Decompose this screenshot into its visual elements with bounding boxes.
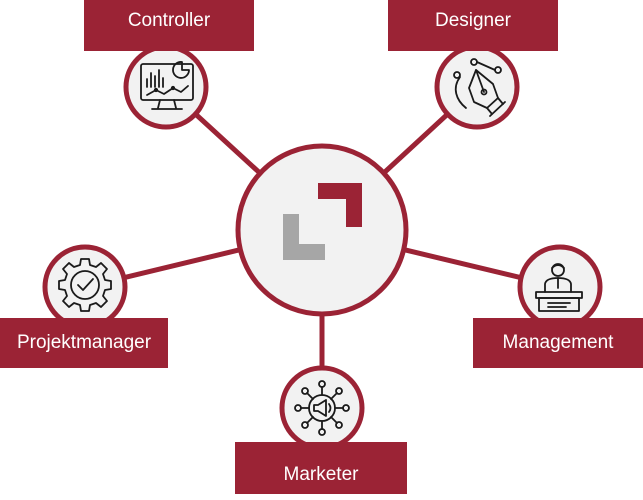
monitor-chart-icon: [140, 61, 194, 110]
node-management: [517, 244, 603, 330]
manager-desk-icon: [535, 263, 583, 312]
node-management-circle: [517, 244, 603, 330]
label-management-text: Management: [502, 332, 614, 353]
node-controller: [123, 44, 209, 130]
label-controller-text: Controller: [127, 10, 211, 31]
node-controller-circle: [123, 44, 209, 130]
label-controller: Controller: [84, 0, 254, 51]
node-marketer-circle: [279, 365, 365, 451]
node-marketer: [279, 365, 365, 451]
label-management: Management: [473, 318, 643, 368]
corner-brackets-logo: [283, 183, 362, 260]
center-hub: [235, 143, 409, 317]
node-designer-circle: [434, 44, 520, 130]
label-marketer-text: Marketer: [283, 464, 359, 485]
label-projektmanager: Projektmanager: [0, 318, 168, 368]
megaphone-network-icon: [294, 380, 350, 436]
label-designer-text: Designer: [434, 10, 512, 31]
logo-red-bracket: [318, 183, 362, 227]
label-designer: Designer: [388, 0, 558, 51]
pen-tool-icon: [453, 58, 506, 117]
label-marketer: Marketer: [235, 442, 407, 494]
center-circle: [235, 143, 409, 317]
logo-gray-bracket: [283, 214, 325, 260]
gear-check-icon: [58, 258, 112, 312]
node-designer: [434, 44, 520, 130]
label-projektmanager-text: Projektmanager: [16, 332, 152, 353]
node-projektmanager: [42, 244, 128, 330]
